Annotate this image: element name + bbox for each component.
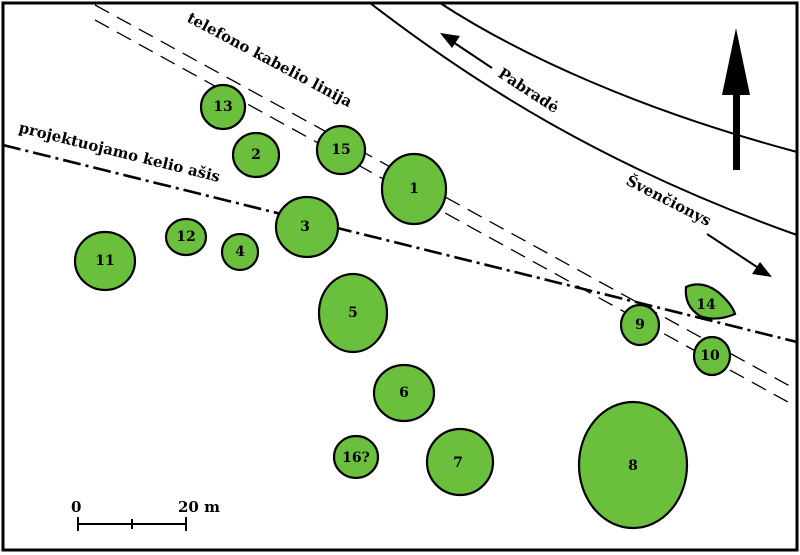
mounds-layer: 13 2 15 1 12 4 3 11 [73,83,737,530]
mound-11[interactable]: 11 [73,230,137,292]
arrow-to-pabrade-icon [440,33,493,69]
road-axis-line [2,143,798,344]
mound-4[interactable]: 4 [220,232,260,272]
mound-label: 5 [348,305,358,321]
road-edge-lower [369,2,798,236]
mound-label: 12 [176,229,195,245]
mound-shape [73,230,137,292]
mound-5[interactable]: 5 [317,272,389,354]
mound-label: 4 [235,244,245,260]
mound-label: 1 [409,181,419,197]
mound-12[interactable]: 12 [164,217,208,257]
mound-label: 9 [635,317,645,333]
svencionys-label: Švenčionys [623,172,714,230]
mound-label: 11 [95,253,114,269]
mound-label: 8 [628,458,638,474]
mound-label: 10 [700,348,720,364]
scale-bar: 0 20 m [71,498,220,531]
mound-shape [164,217,208,257]
mound-label: 7 [453,455,463,471]
mound-label: 3 [300,219,310,235]
mound-label: 2 [251,147,261,163]
mound-shape [692,335,732,377]
road-axis-label: projektuojamo kelio ašis [17,118,222,185]
mound-shape [231,131,281,179]
mound-shape [199,83,247,131]
mound-shape [315,124,367,176]
mound-shape [577,400,689,530]
mound-1[interactable]: 1 [380,152,448,226]
cable-line-lower [94,19,798,408]
mound-shape [372,363,436,423]
mound-shape [619,303,661,347]
mound-7[interactable]: 7 [425,427,495,497]
mound-shape [220,232,260,272]
mound-8[interactable]: 8 [577,400,689,530]
mound-shape [274,195,340,259]
mound-16[interactable]: 16? [332,434,380,480]
mound-label: 13 [213,99,232,115]
mound-9[interactable]: 9 [619,303,661,347]
scale-zero-label: 0 [71,498,81,516]
mound-shape [332,434,380,480]
pabrade-label: Pabradė [495,64,562,117]
mound-shape [380,152,448,226]
mound-shape [684,283,737,320]
north-arrow-icon [722,28,750,170]
mound-3[interactable]: 3 [274,195,340,259]
mound-14[interactable]: 14 [684,283,737,320]
mound-10[interactable]: 10 [692,335,732,377]
mound-6[interactable]: 6 [372,363,436,423]
mound-label: 16? [342,450,370,466]
mound-shape [425,427,495,497]
mound-label: 15 [331,142,350,158]
scale-end-label: 20 m [178,498,220,516]
arrow-to-svencionys-icon [706,233,772,277]
mound-label: 14 [696,297,716,313]
mound-2[interactable]: 2 [231,131,281,179]
mound-13[interactable]: 13 [199,83,247,131]
mound-label: 6 [399,385,409,401]
mound-shape [317,272,389,354]
mound-15[interactable]: 15 [315,124,367,176]
